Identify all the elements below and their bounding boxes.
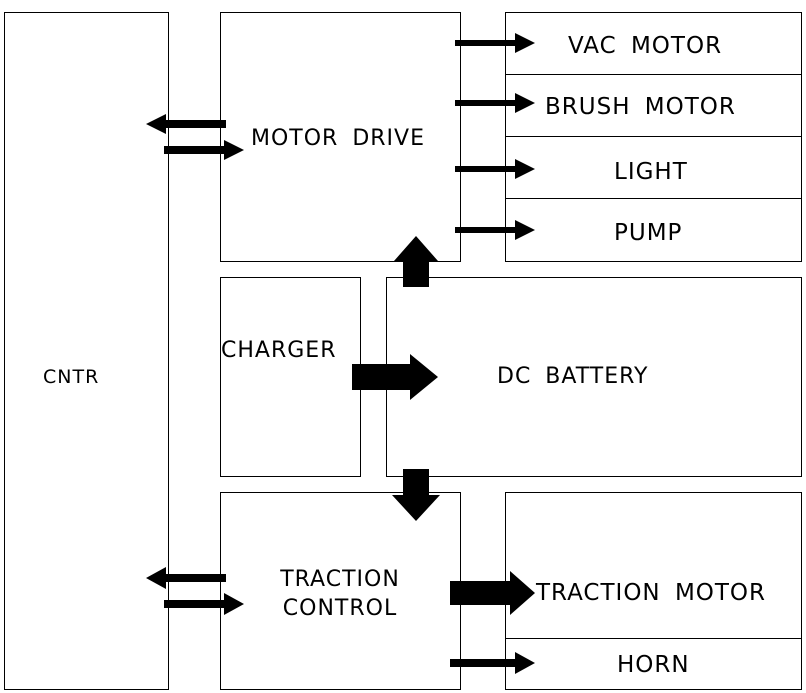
- traction-motor-block: [505, 492, 802, 639]
- charger-label: CHARGER: [221, 338, 337, 363]
- traction-control-label-line1: TRACTION: [280, 567, 400, 592]
- dc-battery-label: DC BATTERY: [497, 364, 649, 389]
- traction-control-block: [220, 492, 461, 690]
- motor-drive-label: MOTOR DRIVE: [251, 126, 425, 151]
- vac-motor-label: VAC MOTOR: [568, 33, 723, 59]
- dc-battery-block: [386, 277, 802, 477]
- cntr-label: CNTR: [43, 366, 100, 388]
- horn-block: [505, 638, 802, 690]
- pump-label: PUMP: [614, 220, 683, 246]
- vac-motor-block: [505, 12, 802, 75]
- brush-motor-label: BRUSH MOTOR: [545, 94, 736, 120]
- light-block: [505, 136, 802, 199]
- light-label: LIGHT: [614, 159, 688, 185]
- horn-label: HORN: [617, 652, 690, 678]
- motor-drive-block: [220, 12, 461, 262]
- pump-block: [505, 198, 802, 262]
- traction-motor-label: TRACTION MOTOR: [536, 580, 767, 606]
- traction-control-label-line2: CONTROL: [282, 596, 398, 621]
- charger-block: [220, 277, 361, 477]
- cntr-block: [4, 12, 169, 690]
